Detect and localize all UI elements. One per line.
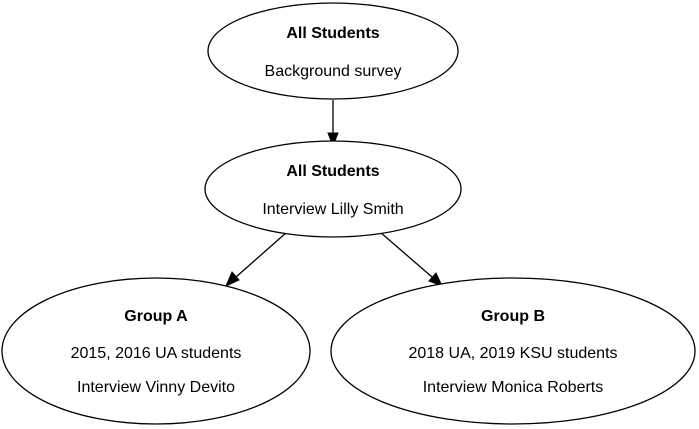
- node-group-b-line-2: Interview Monica Roberts: [423, 379, 604, 396]
- node-group-a-line-2: Interview Vinny Devito: [77, 379, 235, 396]
- node-group-b: Group B 2018 UA, 2019 KSU students Inter…: [330, 277, 696, 425]
- edge-survey-to-interview: [327, 100, 339, 148]
- node-group-a: Group A 2015, 2016 UA students Interview…: [1, 277, 311, 425]
- node-interview-all: All Students Interview Lilly Smith: [204, 140, 462, 238]
- node-group-b-line-1: 2018 UA, 2019 KSU students: [408, 345, 617, 362]
- node-interview-all-line: Interview Lilly Smith: [262, 201, 403, 218]
- node-interview-all-title: All Students: [286, 163, 379, 180]
- edge-interview-to-group-a: [225, 231, 288, 287]
- node-group-a-title: Group A: [124, 308, 188, 325]
- node-group-b-title: Group B: [481, 308, 545, 325]
- edge-interview-to-group-b: [379, 231, 443, 287]
- node-survey-title: All Students: [286, 25, 379, 42]
- node-survey-shape: [207, 2, 459, 100]
- node-group-a-line-1: 2015, 2016 UA students: [71, 345, 242, 362]
- node-group-b-shape: [330, 277, 696, 425]
- node-interview-all-shape: [204, 140, 462, 238]
- node-survey: All Students Background survey: [207, 2, 459, 100]
- node-group-a-shape: [1, 277, 311, 425]
- node-survey-line: Background survey: [265, 63, 402, 80]
